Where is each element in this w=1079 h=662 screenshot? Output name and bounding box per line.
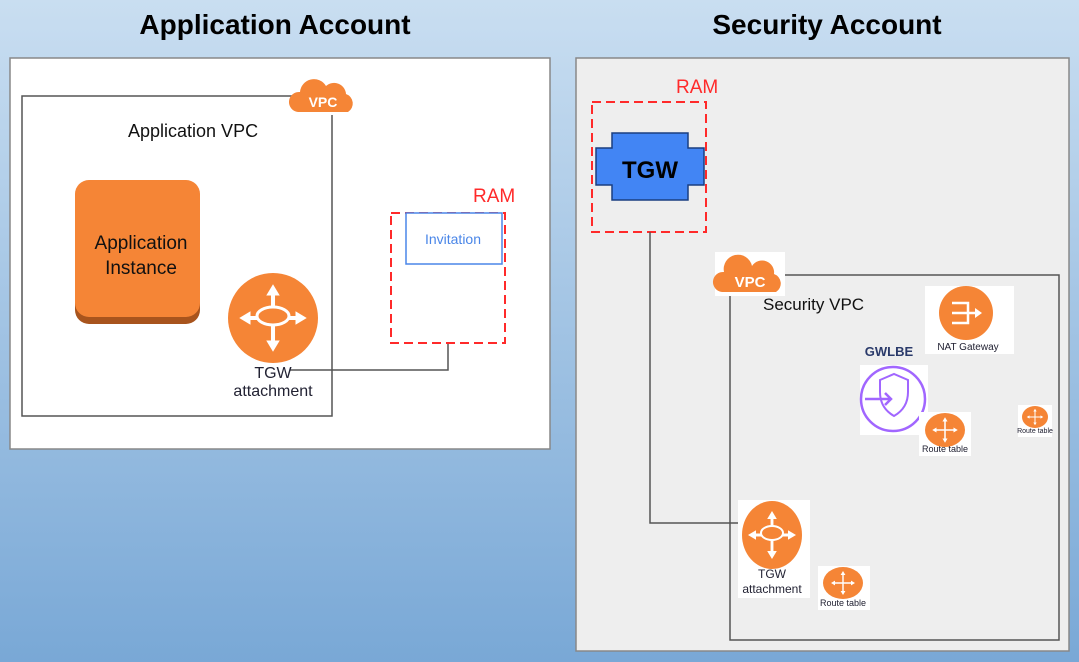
route-table-icon-attachment [818,566,870,610]
security-account-title: Security Account [712,9,941,40]
invitation-box[interactable] [405,212,503,265]
tgw-attachment-label-security-2: attachment [742,582,802,596]
application-instance: Application Instance [75,180,200,324]
svg-text:Application: Application [95,233,188,254]
ram-label: RAM [473,186,515,207]
vpc-cloud-icon: VPC [288,79,353,112]
security-vpc-label: Security VPC [763,295,864,314]
tgw-attachment-icon [228,273,318,363]
nat-gateway-label: NAT Gateway [937,342,998,353]
tgw-attachment-label-2: attachment [233,383,313,400]
svg-text:VPC: VPC [309,94,338,110]
route-table-icon [919,412,971,456]
gwlbe-label: GWLBE [865,344,914,359]
svg-text:Instance: Instance [105,258,177,279]
ram-label-security: RAM [676,77,718,98]
tgw-attachment-label-security: TGW [758,567,787,581]
vpc-cloud-icon-security: VPC [712,252,785,296]
svg-text:TGW: TGW [622,157,678,184]
gwlbe-shield-icon [859,365,928,435]
tgw-attachment-icon-security [738,500,810,598]
security-vpc-boundary [729,274,1060,641]
tgw-to-attachment-link [649,232,742,524]
application-vpc-label: Application VPC [128,121,258,141]
application-vpc-boundary [21,95,333,417]
route-table-label-attachment: Route table [820,598,866,608]
ram-share-boundary-security [591,101,707,233]
route-table-label-small: Route table [1017,428,1053,435]
tgw-attachment-label: TGW [254,365,292,382]
transit-gateway: TGW [595,132,705,201]
route-table-icon-small [1018,405,1052,437]
invitation-label: Invitation [425,231,481,247]
attachment-to-ram-link [290,343,449,371]
route-table-label: Route table [922,444,968,454]
nat-gateway-icon [925,286,1014,354]
application-account-title: Application Account [139,9,410,40]
svg-text:VPC: VPC [735,274,766,291]
